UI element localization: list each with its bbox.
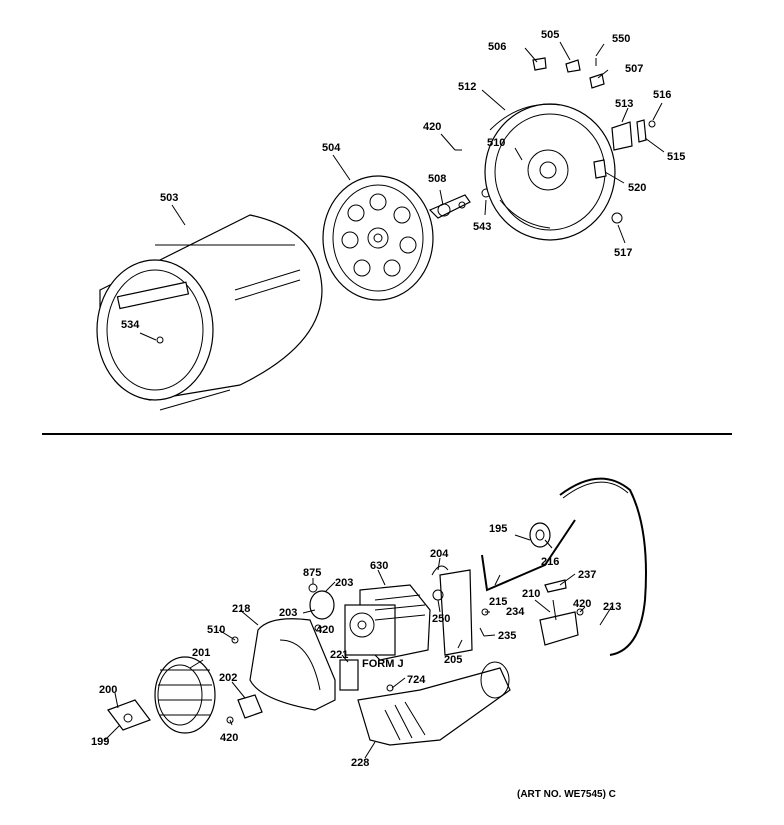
callout: 510 [207, 624, 225, 636]
motor-bracket-205 [431, 565, 473, 656]
callout: 515 [667, 151, 685, 163]
callout-labels: 506 505 550 507 512 513 516 420 510 515 … [91, 29, 685, 800]
callout: 630 [370, 560, 388, 572]
blower-cover-200 [107, 694, 263, 731]
callout: 235 [498, 630, 516, 642]
callout: 420 [573, 598, 591, 610]
callout: 505 [541, 29, 559, 41]
callout: 517 [614, 247, 632, 259]
callout: 543 [473, 221, 491, 233]
callout: 550 [612, 33, 630, 45]
idler-bracket-210 [539, 599, 579, 646]
callout: 250 [432, 613, 450, 625]
drum-503 [96, 214, 323, 411]
small-parts-bottom-right [544, 579, 584, 616]
callout: 237 [578, 569, 596, 581]
callout: 228 [351, 757, 369, 769]
callout: 516 [653, 89, 671, 101]
callout: 520 [628, 182, 646, 194]
callout: 205 [444, 654, 462, 666]
callout: 420 [316, 624, 334, 636]
blower-wheel-201 [154, 656, 216, 734]
callout: 420 [220, 732, 238, 744]
callout: 200 [99, 684, 117, 696]
bearing-bracket-508 [428, 188, 491, 219]
callout: 221 [330, 649, 348, 661]
callout: 215 [489, 596, 507, 608]
exhaust-duct-228 [357, 661, 511, 746]
callout: 234 [506, 606, 525, 618]
callout: 420 [423, 121, 441, 133]
callout: 724 [407, 674, 426, 686]
callout: 503 [160, 192, 178, 204]
callout: 202 [219, 672, 237, 684]
callout: 875 [303, 567, 321, 579]
callout: 534 [121, 319, 140, 331]
callout: 203 [335, 577, 353, 589]
art-number: (ART NO. WE7545) C [517, 789, 616, 800]
bottom-leader-lines [104, 534, 613, 759]
callout: 203 [279, 607, 297, 619]
callout: 512 [458, 81, 476, 93]
callout: 195 [489, 523, 507, 535]
callout: 218 [232, 603, 250, 615]
blower-housing-218 [231, 618, 336, 711]
motor-630 [344, 584, 431, 661]
callout: 199 [91, 736, 109, 748]
belt-213 [559, 477, 647, 656]
callout: 201 [192, 647, 210, 659]
rear-seal-504 [322, 175, 434, 301]
callout: 507 [625, 63, 643, 75]
idler-pulley-216 [481, 519, 576, 592]
callout: 210 [522, 588, 540, 600]
callout: 513 [615, 98, 633, 110]
form-label: FORM J [362, 658, 404, 670]
callout: 216 [541, 556, 559, 568]
top-leader-lines [139, 41, 665, 341]
callout: 213 [603, 601, 621, 613]
callout: 508 [428, 173, 446, 185]
callout: 510 [487, 137, 505, 149]
belt-piece-221 [339, 659, 359, 691]
callout: 504 [322, 142, 341, 154]
callout: 204 [430, 548, 449, 560]
callout: 506 [488, 41, 506, 53]
